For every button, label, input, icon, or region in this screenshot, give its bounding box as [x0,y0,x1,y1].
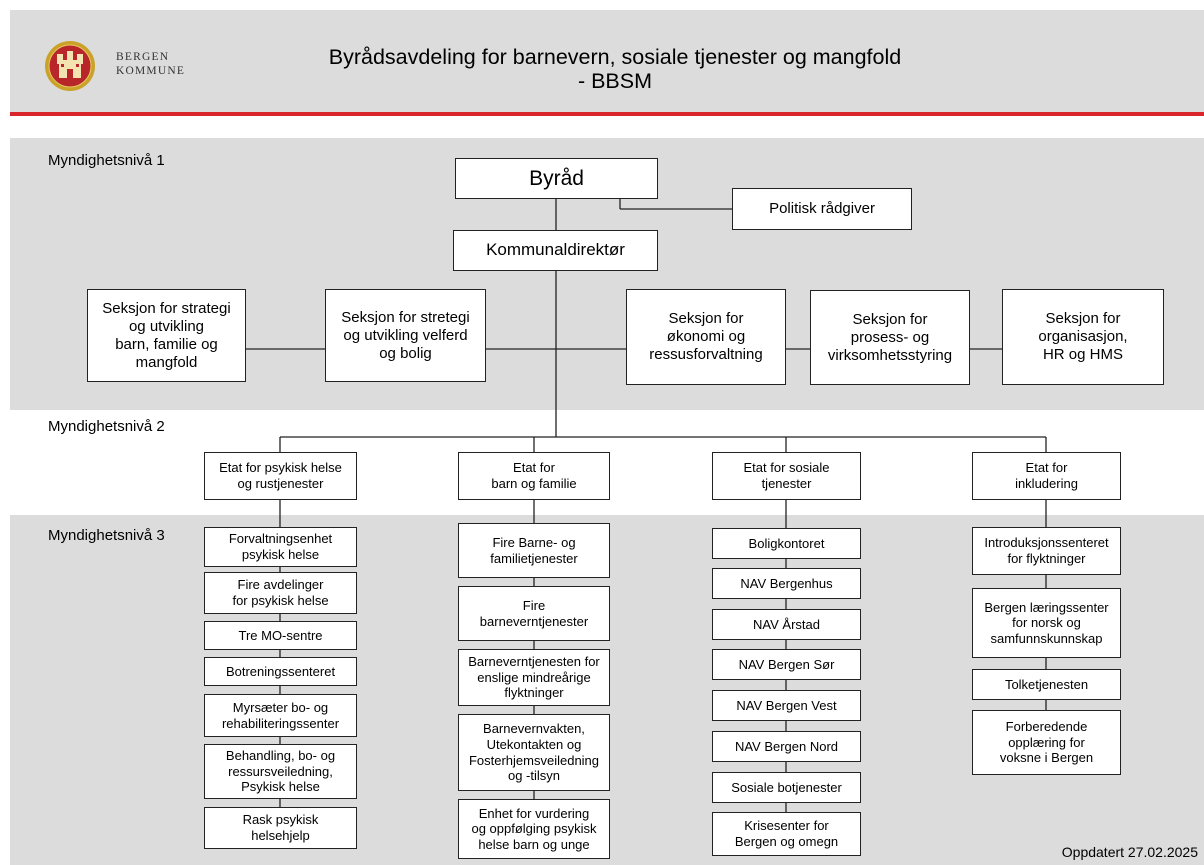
unit-forvaltningsenhet: Forvaltningsenhet psykisk helse [204,527,357,567]
unit-behandling-bo: Behandling, bo- og ressursveiledning, Ps… [204,744,357,799]
unit-barnevern-enslige: Barneverntjenesten for enslige mindreåri… [458,649,610,706]
unit-tolketjenesten: Tolketjenesten [972,669,1121,700]
unit-krisesenter: Krisesenter for Bergen og omegn [712,812,861,856]
unit-botreningssenteret: Botreningssenteret [204,657,357,686]
unit-nav-arstad: NAV Årstad [712,609,861,640]
section-stretegi-velferd: Seksjon for stretegi og utvikling velfer… [325,289,486,382]
unit-nav-bergen-nord: NAV Bergen Nord [712,731,861,762]
unit-tre-mo-sentre: Tre MO-sentre [204,621,357,650]
unit-boligkontoret: Boligkontoret [712,528,861,559]
politisk-radgiver-box: Politisk rådgiver [732,188,912,230]
level-1-label: Myndighetsnivå 1 [48,152,165,169]
unit-barnevernvakten: Barnevernvakten, Utekontakten og Fosterh… [458,714,610,791]
unit-enhet-vurdering: Enhet for vurdering og oppfølging psykis… [458,799,610,859]
logo-line-kommune: KOMMUNE [116,65,186,77]
etat-psykisk-helse: Etat for psykisk helse og rustjenester [204,452,357,500]
updated-date: Oppdatert 27.02.2025 [1061,844,1198,860]
unit-fire-barneverntjenester: Fire barneverntjenester [458,586,610,641]
section-prosess: Seksjon for prosess- og virksomhetsstyri… [810,290,970,385]
unit-nav-bergenhus: NAV Bergenhus [712,568,861,599]
logo-line-bergen: BERGEN [116,51,170,63]
unit-forberedende-opplaering: Forberedende opplæring for voksne i Berg… [972,710,1121,775]
city-seal-icon [45,41,95,91]
header-band [10,10,1204,114]
unit-myrsaeter: Myrsæter bo- og rehabiliteringssenter [204,694,357,737]
unit-fire-avdelinger: Fire avdelinger for psykisk helse [204,572,357,614]
byrad-box: Byråd [455,158,658,199]
unit-introduksjonssenteret: Introduksjonssenteret for flyktninger [972,527,1121,575]
unit-nav-bergen-vest: NAV Bergen Vest [712,690,861,721]
unit-nav-bergen-sor: NAV Bergen Sør [712,649,861,680]
kommunaldirektor-box: Kommunaldirektør [453,230,658,271]
section-organisasjon: Seksjon for organisasjon, HR og HMS [1002,289,1164,385]
etat-barn-familie: Etat for barn og familie [458,452,610,500]
logo-wordmark: BERGEN KOMMUNE [116,50,185,78]
etat-sosiale-tjenester: Etat for sosiale tjenester [712,452,861,500]
page-title: Byrådsavdeling for barnevern, sosiale tj… [328,45,902,93]
etat-inkludering: Etat for inkludering [972,452,1121,500]
bergen-kommune-logo [44,40,96,92]
unit-fire-barne-familie: Fire Barne- og familietjenester [458,523,610,578]
section-okonomi: Seksjon for økonomi og ressusforvaltning [626,289,786,385]
section-strategi-barn: Seksjon for strategi og utvikling barn, … [87,289,246,382]
header-red-rule [10,112,1204,116]
level-2-label: Myndighetsnivå 2 [48,418,165,435]
unit-rask-psykisk: Rask psykisk helsehjelp [204,807,357,849]
level-3-label: Myndighetsnivå 3 [48,527,165,544]
unit-bergen-laeringssenter: Bergen læringssenter for norsk og samfun… [972,588,1121,658]
unit-sosiale-botjenester: Sosiale botjenester [712,772,861,803]
